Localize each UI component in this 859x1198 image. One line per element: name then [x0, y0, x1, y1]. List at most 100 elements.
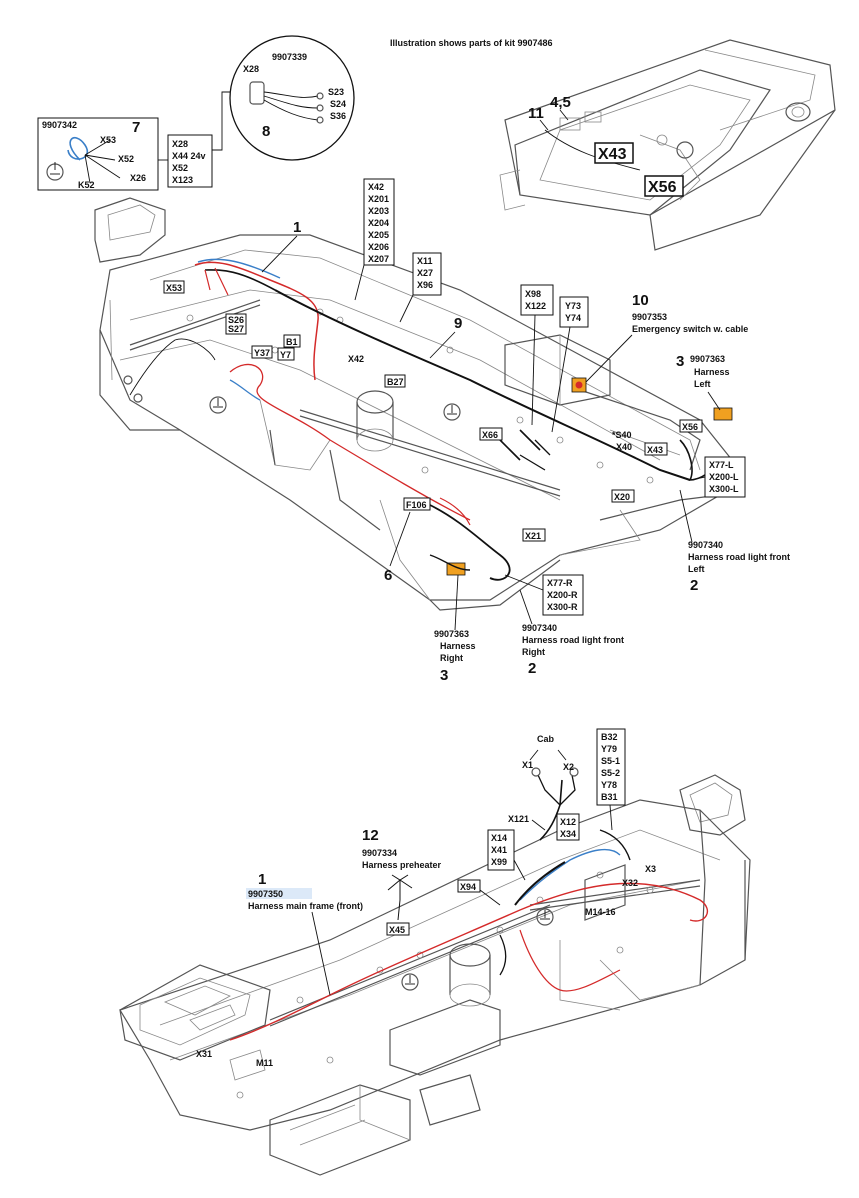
conn-c-2: X96 [417, 280, 433, 290]
lbl-s40: *S40 [612, 430, 632, 440]
conn-i-0: X12 [560, 817, 576, 827]
lbl-x56: X56 [682, 422, 698, 432]
item3R-part: 9907363 [434, 629, 469, 639]
lbl-x121: X121 [508, 814, 529, 824]
lbl-b1: B1 [286, 337, 298, 347]
conn-i-1: X34 [560, 829, 576, 839]
circle8-pin-s24: S24 [330, 99, 346, 109]
kit7-pin-k52: K52 [78, 180, 95, 190]
item2L-desc1: Harness road light front [688, 552, 790, 562]
circle8-pin-x28: X28 [243, 64, 259, 74]
lbl-x1: X1 [522, 760, 533, 770]
top-num-1: 1 [293, 219, 301, 236]
conn-b-5: X206 [368, 242, 389, 252]
conn-b-6: X207 [368, 254, 389, 264]
conn-h-0: B32 [601, 732, 618, 742]
item3R-num: 3 [440, 667, 448, 684]
lbl-m11: M11 [256, 1058, 273, 1068]
lbl-m1416: M14-16 [585, 907, 616, 917]
item2R-num: 2 [528, 660, 536, 677]
kit7-pin-x52: X52 [118, 154, 134, 164]
lbl-cab: Cab [537, 734, 555, 744]
conn-b-2: X203 [368, 206, 389, 216]
lbl-x94: X94 [460, 882, 476, 892]
lbl-s26: S26 [228, 315, 244, 325]
kit7-pin-x26: X26 [130, 173, 146, 183]
item3R-desc2: Right [440, 653, 463, 663]
conn-b-0: X42 [368, 182, 384, 192]
lbl-x31: X31 [196, 1049, 212, 1059]
top-num-9: 9 [454, 315, 462, 332]
item1-part: 9907350 [248, 889, 283, 899]
conn-f-1: X200-L [709, 472, 739, 482]
kit7-part: 9907342 [42, 120, 77, 130]
conn-h-3: S5-2 [601, 768, 620, 778]
conn-a-0: X28 [172, 139, 188, 149]
conn-b-4: X205 [368, 230, 389, 240]
item3L-desc1: Harness [694, 367, 730, 377]
lbl-x43: X43 [647, 445, 663, 455]
conn-j-1: X41 [491, 845, 507, 855]
item3L-num: 3 [676, 353, 684, 370]
lbl-y7: Y7 [280, 350, 291, 360]
item12-num: 12 [362, 827, 379, 844]
item12-desc: Harness preheater [362, 860, 442, 870]
top-wiring [194, 258, 733, 581]
item2R-part: 9907340 [522, 623, 557, 633]
bottom-wiring [229, 767, 709, 1041]
conn-b-3: X204 [368, 218, 389, 228]
lbl-x53: X53 [166, 283, 182, 293]
item2L-desc2: Left [688, 564, 705, 574]
conn-h-4: Y78 [601, 780, 617, 790]
item1-desc: Harness main frame (front) [248, 901, 363, 911]
lbl-x20: X20 [614, 492, 630, 502]
conn-c-1: X27 [417, 268, 433, 278]
inset-x56: X56 [648, 179, 677, 196]
inset-x43: X43 [598, 146, 627, 163]
circle8-harness [249, 81, 324, 124]
conn-e-0: Y73 [565, 301, 581, 311]
conn-c-0: X11 [417, 256, 433, 266]
lbl-b27: B27 [387, 377, 404, 387]
item1-num: 1 [258, 871, 266, 888]
conn-d-1: X122 [525, 301, 546, 311]
lbl-f106: F106 [406, 500, 427, 510]
item2R-desc2: Right [522, 647, 545, 657]
conn-j-0: X14 [491, 833, 507, 843]
item2L-part: 9907340 [688, 540, 723, 550]
inset-box-drawing [499, 39, 836, 251]
conn-g-0: X77-R [547, 578, 573, 588]
inset-num-45: 4,5 [550, 94, 571, 111]
bottom-frame-drawing [119, 774, 751, 1176]
inset-num-11: 11 [528, 105, 544, 122]
conn-e-1: Y74 [565, 313, 581, 323]
kit7-pin-x53: X53 [100, 135, 116, 145]
lbl-x2: X2 [563, 762, 574, 772]
lbl-x42: X42 [348, 354, 364, 364]
circle8-num: 8 [262, 123, 270, 140]
item10-part: 9907353 [632, 312, 667, 322]
conn-b-1: X201 [368, 194, 389, 204]
conn-a-2: X52 [172, 163, 188, 173]
conn-d-0: X98 [525, 289, 541, 299]
item10-num: 10 [632, 292, 649, 309]
lbl-x21: X21 [525, 531, 541, 541]
item10-desc: Emergency switch w. cable [632, 324, 748, 334]
circle8-part: 9907339 [272, 52, 307, 62]
lbl-x40: X40 [616, 442, 632, 452]
kit7-num: 7 [132, 119, 140, 136]
diagram-title: Illustration shows parts of kit 9907486 [390, 38, 553, 48]
conn-a-3: X123 [172, 175, 193, 185]
lbl-s27: S27 [228, 324, 244, 334]
circle8-pin-s36: S36 [330, 111, 346, 121]
circle8-pin-s23: S23 [328, 87, 344, 97]
conn-h-2: S5-1 [601, 756, 620, 766]
conn-f-2: X300-L [709, 484, 739, 494]
conn-f-0: X77-L [709, 460, 734, 470]
item2R-desc1: Harness road light front [522, 635, 624, 645]
lbl-y37: Y37 [254, 348, 270, 358]
conn-g-2: X300-R [547, 602, 578, 612]
top-num-6: 6 [384, 567, 392, 584]
item12-part: 9907334 [362, 848, 397, 858]
